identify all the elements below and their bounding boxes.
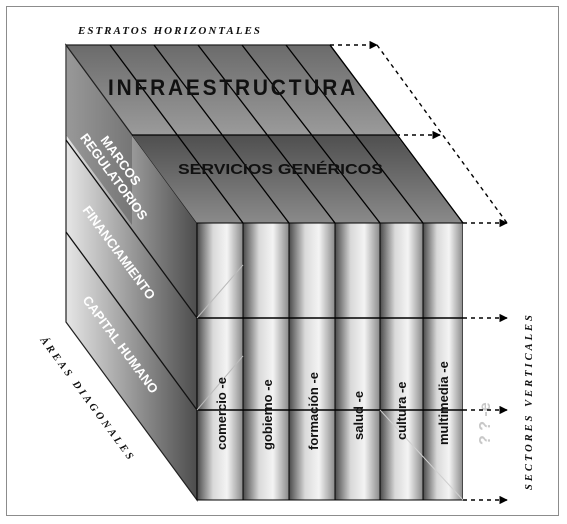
sector-column-4 [334,222,381,501]
left-face-top-strip [66,45,132,225]
extra-sector-column [463,223,503,500]
sector-label-cultura: cultura -e [394,381,409,440]
sector-label-salud: salud -e [351,391,366,440]
top-face-front-strip [132,135,463,223]
sector-column-5 [379,222,424,501]
sector-label-comercio: comercio -e [214,377,229,450]
vertical-sector-labels: comercio -e gobierno -e formación -e sal… [214,361,451,450]
sector-label-gobierno: gobierno -e [260,379,275,450]
extra-sector-label: ? ? -e [477,402,494,445]
sector-label-multimedia: multimedia -e [436,361,451,445]
sector-column-2 [242,222,290,501]
stratum-label-2: SERVICIOS GENÉRICOS [178,161,383,178]
left-face-divider-1 [65,139,198,319]
top-axis-label: ESTRATOS HORIZONTALES [77,25,262,37]
sector-label-formacion: formación -e [306,372,321,450]
top-face-lines [109,44,424,224]
stratum-label-1: INFRAESTRUCTURA [108,75,358,100]
left-face-divider-2 [65,231,198,411]
right-axis-label: SECTORES VERTICALES [524,312,535,490]
sector-column-1 [196,222,244,501]
top-right-edge [329,44,464,224]
front-face [196,222,464,501]
sector-column-3 [288,222,336,501]
